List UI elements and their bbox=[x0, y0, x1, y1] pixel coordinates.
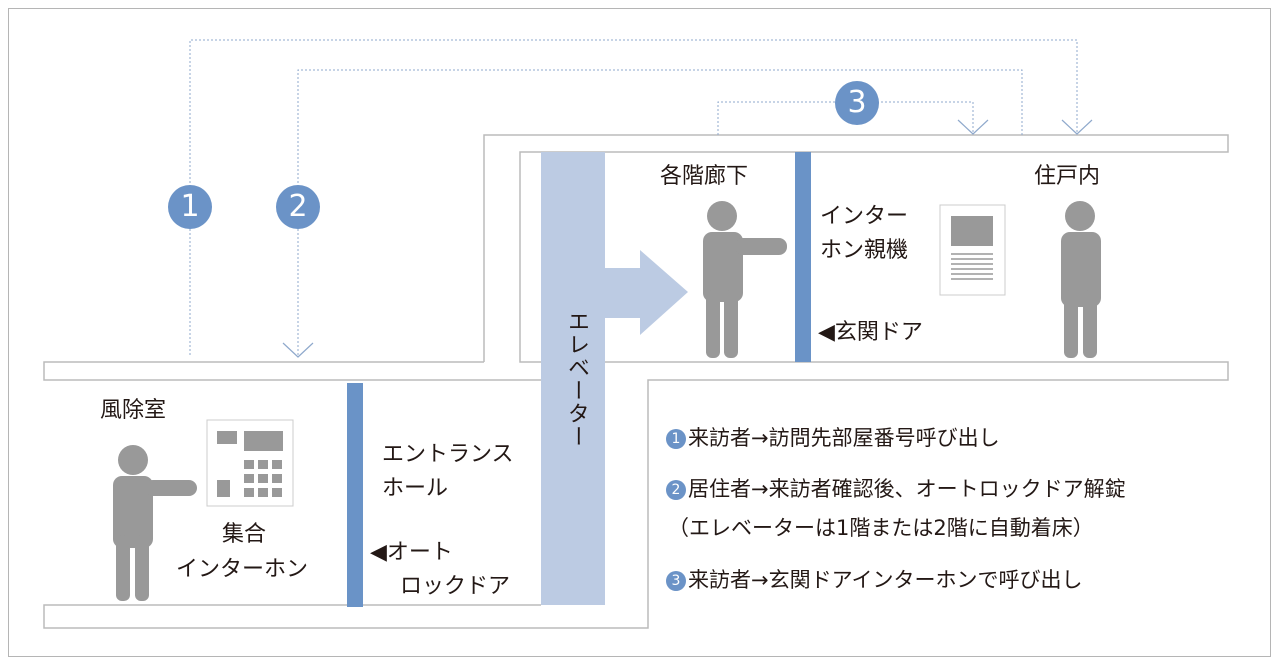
label-collective-intercom-1: 集合 bbox=[222, 522, 267, 547]
walls bbox=[43, 134, 1229, 629]
elevator-arrow bbox=[605, 250, 688, 335]
arrowhead-icon bbox=[1061, 119, 1093, 135]
legend-item-2-note: （エレベーターは1階または2階に自動着床） bbox=[668, 516, 1094, 540]
label-windbreak-room: 風除室 bbox=[100, 398, 167, 423]
legend-text: 来訪者→訪問先部屋番号呼び出し bbox=[688, 426, 1000, 450]
label-entrance-hall-2: ホール bbox=[382, 476, 449, 501]
label-autolock-door-1: ◀オート bbox=[370, 540, 453, 565]
arrowhead-icon bbox=[957, 119, 989, 135]
label-entrance-hall-1: エントランス bbox=[382, 442, 514, 467]
legend-marker: 2 bbox=[666, 480, 686, 500]
legend-text: 来訪者→玄関ドアインターホンで呼び出し bbox=[688, 568, 1083, 592]
legend-marker: 3 bbox=[666, 571, 686, 591]
person-visitor-hall-icon bbox=[703, 201, 787, 358]
label-autolock-door-2: ロックドア bbox=[400, 574, 511, 599]
arrowhead-icon bbox=[282, 342, 314, 358]
label-master-intercom-2: ホン親機 bbox=[820, 238, 909, 263]
entrance-door bbox=[795, 152, 811, 362]
legend-marker: 1 bbox=[666, 429, 686, 449]
collective-intercom-icon bbox=[206, 419, 294, 507]
arrowheads bbox=[282, 119, 1093, 358]
marker-3: 3 bbox=[835, 81, 879, 125]
person-visitor-lobby-icon bbox=[113, 445, 197, 601]
diagram-frame bbox=[8, 8, 1271, 657]
marker-1: 1 bbox=[168, 185, 212, 229]
label-hallway: 各階廊下 bbox=[660, 164, 749, 189]
marker-2: 2 bbox=[276, 185, 320, 229]
person-resident-icon bbox=[1061, 201, 1101, 358]
master-intercom-icon bbox=[939, 204, 1006, 296]
label-residence: 住戸内 bbox=[1034, 164, 1101, 189]
legend-text: 居住者→来訪者確認後、オートロックドア解錠 bbox=[688, 477, 1126, 501]
route-2 bbox=[297, 69, 1023, 355]
label-entrance-door: ◀玄関ドア bbox=[818, 320, 923, 345]
label-elevator: エレベーター bbox=[564, 310, 589, 448]
elevator-shaft bbox=[541, 152, 605, 605]
label-master-intercom-1: インター bbox=[820, 204, 909, 229]
autolock-door bbox=[347, 383, 363, 607]
label-collective-intercom-2: インターホン bbox=[176, 557, 309, 582]
